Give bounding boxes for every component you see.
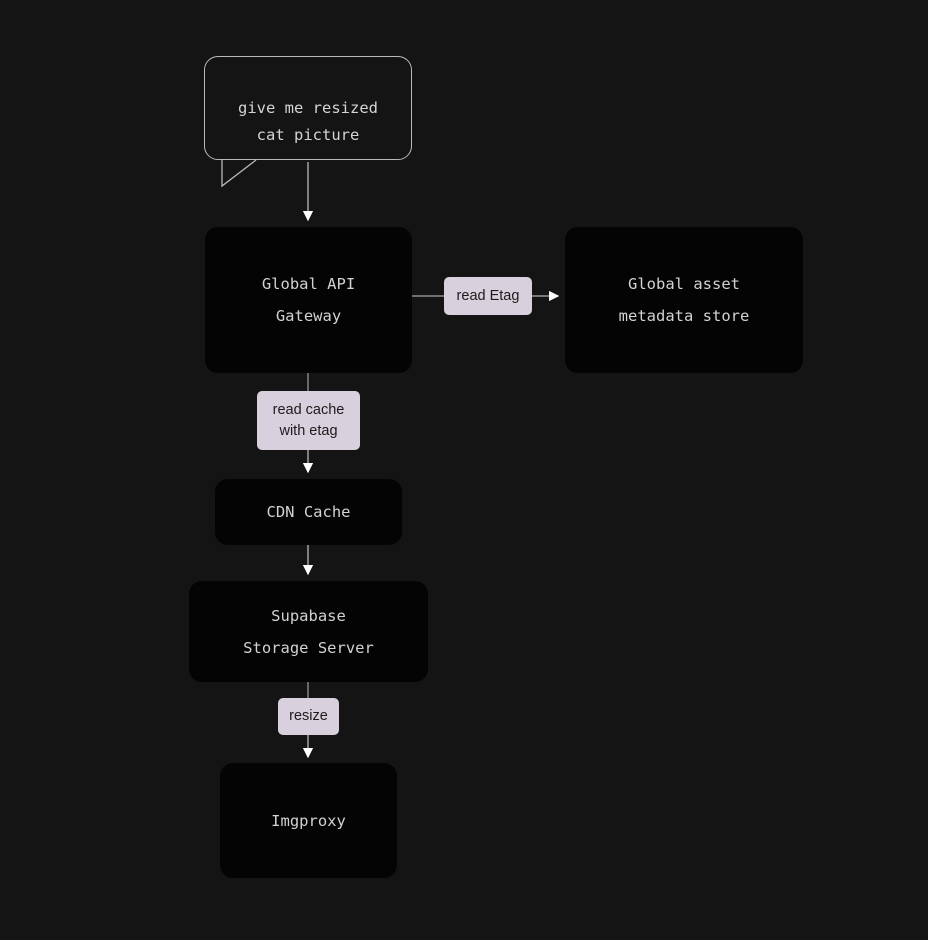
user-request-bubble-line-1: give me resized xyxy=(238,99,378,117)
edge-label-resize[interactable]: resize xyxy=(278,698,339,735)
node-cdn-cache[interactable]: CDN Cache xyxy=(215,479,402,545)
node-imgproxy[interactable]: Imgproxy xyxy=(220,763,397,878)
edge-label-read-cache-line-1: read cache xyxy=(272,401,345,418)
node-supabase-storage-server-line-1: Supabase xyxy=(271,606,346,625)
edge-label-read-cache-line-2: with etag xyxy=(279,422,338,439)
node-cdn-cache-label: CDN Cache xyxy=(266,503,351,521)
node-global-api-gateway-line-2: Gateway xyxy=(275,307,342,325)
user-request-bubble[interactable]: give me resized xyxy=(204,56,412,160)
node-supabase-storage-server-line-2: Storage Server xyxy=(243,638,374,657)
edge-label-read-etag[interactable]: read Etag xyxy=(444,277,532,315)
node-imgproxy-label: Imgproxy xyxy=(271,811,346,830)
node-global-asset-metadata-store-line-1: Global asset xyxy=(628,275,740,293)
user-request-bubble-line-2: cat picture xyxy=(256,126,360,144)
edge-label-read-etag-text: read Etag xyxy=(456,287,520,304)
bubble-tail-icon xyxy=(221,159,257,188)
node-global-asset-metadata-store-line-2: metadata store xyxy=(618,307,750,325)
node-global-asset-metadata-store[interactable]: Global asset metadata store xyxy=(565,227,803,373)
edge-label-resize-text: resize xyxy=(289,708,328,724)
edge-label-read-cache-with-etag[interactable]: read cache with etag xyxy=(257,391,360,450)
node-supabase-storage-server[interactable]: Supabase Storage Server xyxy=(189,581,428,682)
node-global-api-gateway-line-1: Global API xyxy=(261,275,356,293)
node-global-api-gateway[interactable]: Global API Gateway xyxy=(205,227,412,373)
